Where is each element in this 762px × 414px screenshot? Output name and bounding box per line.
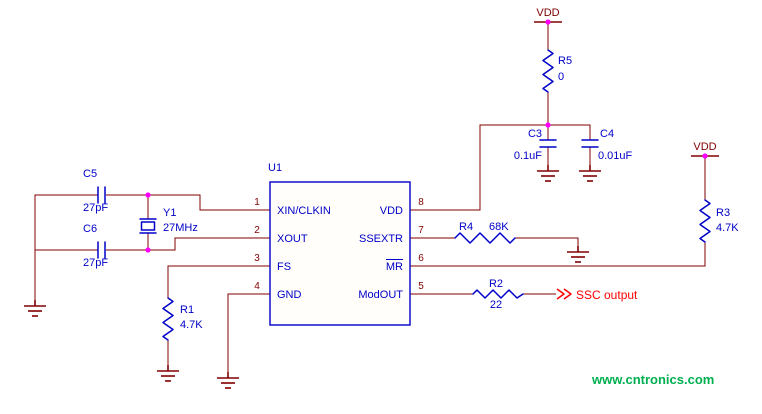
- pin-name-gnd: GND: [277, 289, 302, 301]
- junction-vdd-top: [545, 19, 551, 25]
- pin-number-6: 6: [418, 253, 424, 264]
- wires: [34, 22, 706, 372]
- resistor-r2: R2 22: [472, 278, 524, 311]
- wire-vdd-net: [410, 124, 591, 211]
- c5-value: 27pF: [83, 202, 108, 214]
- capacitor-c5: C5 27pF: [83, 168, 108, 214]
- ssc-output-label: SSC output: [576, 288, 638, 302]
- r1-value: 4.7K: [180, 319, 203, 331]
- pin-number-5: 5: [418, 281, 424, 292]
- ground-c3: [536, 164, 560, 182]
- r4-ref: R4: [459, 221, 473, 233]
- wire-mr-net: [410, 156, 706, 267]
- ssc-output-chevrons-icon: [556, 288, 572, 300]
- resistor-r1: R1 4.7K: [162, 297, 203, 341]
- pin-number-3: 3: [254, 253, 260, 264]
- ground-left-rail: [23, 299, 47, 317]
- r1-ref: R1: [180, 304, 194, 316]
- r3-ref: R3: [716, 207, 730, 219]
- capacitor-c4: C4 0.01uF: [581, 128, 633, 162]
- pin-number-2: 2: [254, 225, 260, 236]
- r2-zigzag: [472, 289, 524, 299]
- pin-number-8: 8: [418, 197, 424, 208]
- c6-value: 27pF: [83, 257, 108, 269]
- junction-vdd-caps: [545, 122, 551, 128]
- c4-value: 0.01uF: [598, 150, 633, 162]
- r3-zigzag: [699, 199, 711, 243]
- c4-ref: C4: [600, 128, 614, 140]
- r5-value: 0: [558, 71, 564, 83]
- wire-xin-net: [34, 194, 270, 300]
- resistor-r4: R4 68K: [454, 221, 516, 244]
- r2-ref: R2: [489, 278, 503, 290]
- r1-zigzag: [162, 297, 174, 341]
- r4-zigzag: [454, 232, 516, 244]
- pin-number-7: 7: [418, 225, 424, 236]
- capacitor-c6: C6 27pF: [83, 223, 108, 269]
- watermark-text: www.cntronics.com: [591, 372, 714, 387]
- c6-ref: C6: [83, 223, 97, 235]
- pin-name-xin-clkin: XIN/CLKIN: [277, 205, 331, 217]
- vdd-right-label: VDD: [693, 141, 716, 153]
- ground-r1: [156, 364, 180, 382]
- c6-plates: [97, 241, 106, 259]
- ic-u1: U1 XIN/CLKIN XOUT FS GND VDD SSEXTR MR M…: [254, 162, 424, 326]
- r2-value: 22: [490, 299, 502, 311]
- resistor-r3: R3 4.7K: [699, 199, 739, 243]
- pin-name-xout: XOUT: [277, 233, 308, 245]
- wire-gnd-pin-net: [227, 293, 270, 372]
- c3-value: 0.1uF: [514, 150, 542, 162]
- crystal-y1: Y1 27MHz: [139, 207, 198, 234]
- pin-name-mr: MR: [386, 261, 403, 273]
- crystal-plates: [139, 218, 157, 234]
- c5-plates: [97, 186, 106, 204]
- crystal-body: [140, 221, 156, 231]
- pin-name-vdd: VDD: [380, 205, 403, 217]
- c3-ref: C3: [528, 128, 542, 140]
- pin-name-fs: FS: [277, 261, 291, 273]
- c3-plates: [539, 139, 557, 148]
- wire-ssextr-net: [410, 237, 579, 246]
- wire-fs-net: [167, 265, 270, 365]
- ground-r4: [566, 245, 590, 263]
- ic-ref: U1: [268, 162, 282, 174]
- capacitor-c3: C3 0.1uF: [514, 128, 557, 162]
- r5-zigzag: [542, 49, 554, 93]
- r4-value: 68K: [489, 221, 509, 233]
- junction-xin-crystal: [145, 192, 151, 198]
- ground-c4: [578, 164, 602, 182]
- crystal-ref: Y1: [163, 207, 176, 219]
- ssc-output-port: SSC output: [556, 288, 638, 302]
- pin-name-ssextr: SSEXTR: [359, 233, 403, 245]
- junction-dots: [145, 19, 708, 253]
- resistor-r5: R5 0: [542, 49, 572, 93]
- r3-value: 4.7K: [716, 222, 739, 234]
- pin-name-modout: ModOUT: [358, 289, 403, 301]
- r5-ref: R5: [558, 55, 572, 67]
- wire-xout-net: [35, 237, 270, 251]
- junction-vdd-right: [702, 153, 708, 159]
- vdd-top-label: VDD: [536, 7, 559, 19]
- ic-body: [269, 181, 411, 326]
- crystal-value: 27MHz: [163, 222, 198, 234]
- c4-plates: [581, 139, 599, 148]
- c5-ref: C5: [83, 168, 97, 180]
- pin-number-1: 1: [254, 197, 260, 208]
- pin-number-4: 4: [254, 281, 260, 292]
- ground-ic-gnd-pin: [216, 371, 240, 389]
- junction-xout-crystal: [145, 247, 151, 253]
